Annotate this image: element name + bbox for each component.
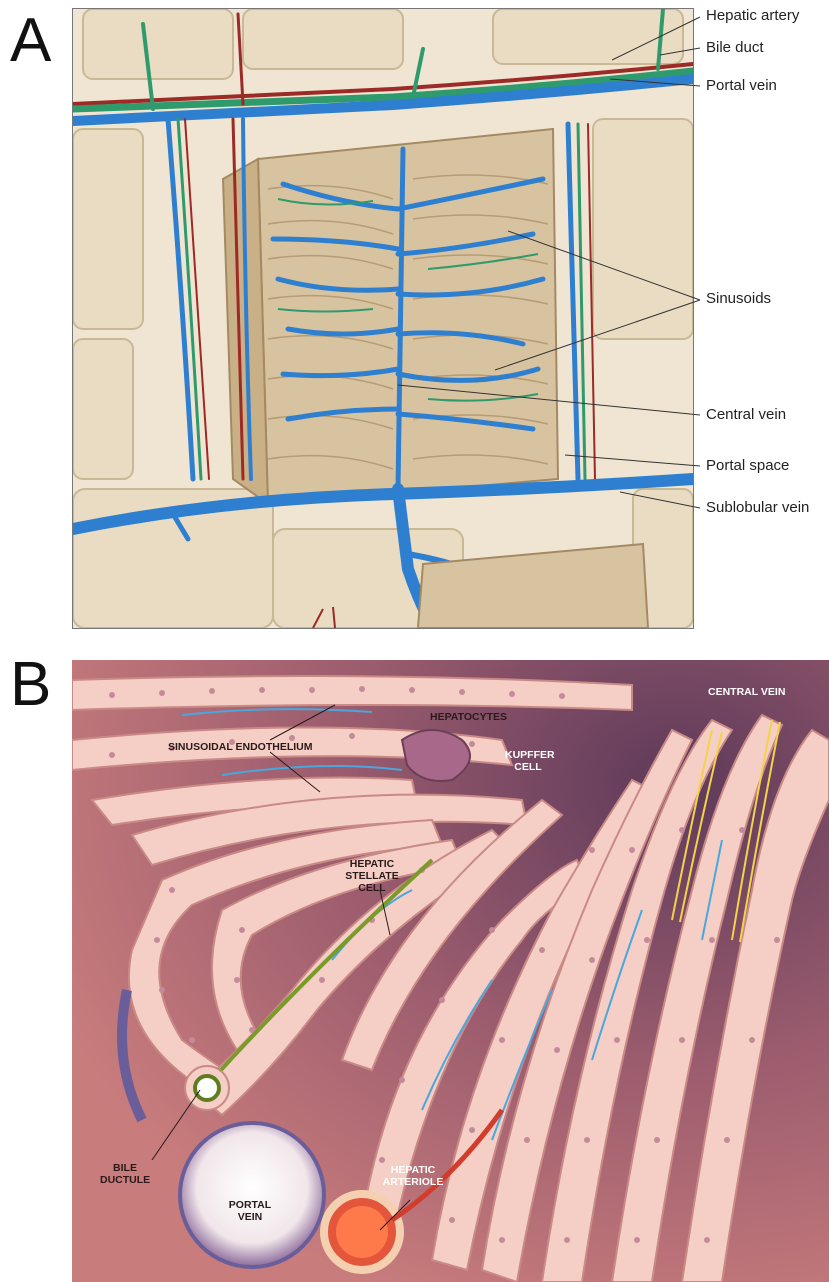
label-bile-ductule-line1: BILE [100, 1162, 150, 1174]
label-sinusoids: Sinusoids [706, 290, 771, 307]
label-kupffer-cell: KUPFFER CELL [505, 749, 551, 773]
label-hepatic-stellate-line3: CELL [342, 882, 402, 894]
label-sublobular-vein: Sublobular vein [706, 499, 809, 516]
label-hepatic-arteriole-line1: HEPATIC [378, 1164, 448, 1176]
label-central-vein: Central vein [706, 406, 786, 423]
bile-ductule [185, 1066, 229, 1110]
label-hepatic-stellate-cell: HEPATIC STELLATE CELL [342, 858, 402, 894]
label-hepatic-arteriole-line2: ARTERIOLE [378, 1176, 448, 1188]
label-bile-ductule-line2: DUCTULE [100, 1174, 150, 1186]
hepatic-acinus-drawing [72, 660, 829, 1282]
label-portal-space: Portal space [706, 457, 789, 474]
label-hepatic-arteriole: HEPATIC ARTERIOLE [378, 1164, 448, 1188]
label-bile-duct: Bile duct [706, 39, 764, 56]
panel-a-letter: A [10, 10, 51, 72]
label-portal-vein: Portal vein [706, 77, 777, 94]
panel-b-illustration [72, 660, 829, 1282]
panel-a-illustration [72, 8, 694, 629]
panel-b-letter: B [10, 654, 51, 716]
label-kupffer-cell-line2: CELL [505, 761, 551, 773]
label-central-vein-b: CENTRAL VEIN [708, 686, 785, 698]
liver-lobule-drawing [73, 9, 693, 628]
label-sinusoidal-endothelium: SINUSOIDAL ENDOTHELIUM [168, 741, 312, 753]
label-hepatic-artery: Hepatic artery [706, 7, 799, 24]
label-portal-vein-line2: VEIN [225, 1211, 275, 1223]
label-hepatic-stellate-line1: HEPATIC [342, 858, 402, 870]
label-portal-vein-b: PORTAL VEIN [225, 1199, 275, 1223]
label-kupffer-cell-line1: KUPFFER [505, 749, 551, 761]
label-hepatic-stellate-line2: STELLATE [342, 870, 402, 882]
label-hepatocytes: HEPATOCYTES [430, 711, 507, 723]
label-portal-vein-line1: PORTAL [225, 1199, 275, 1211]
central-lobule [223, 129, 558, 504]
label-bile-ductule: BILE DUCTULE [100, 1162, 150, 1186]
